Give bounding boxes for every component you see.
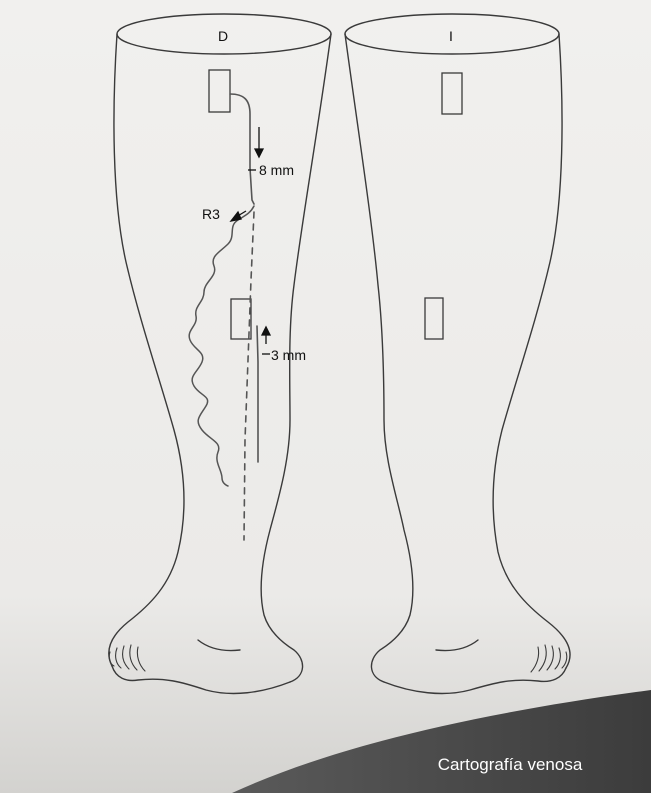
r3-label: R3 — [202, 206, 220, 222]
left-leg-label: I — [449, 28, 453, 44]
lower-measure-label: 3 mm — [271, 347, 306, 363]
caption-text: Cartografía venosa — [438, 755, 583, 774]
right-leg-label: D — [218, 28, 228, 44]
upper-measure-label: 8 mm — [259, 162, 294, 178]
